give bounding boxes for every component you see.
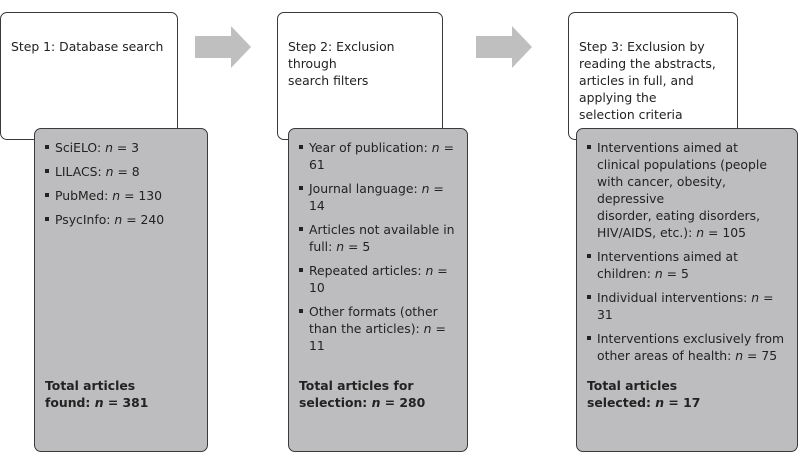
- step2-results-box: Year of publication: n = 61 Journal lang…: [288, 128, 468, 452]
- step3-title: Step 3: Exclusion by reading the abstrac…: [579, 39, 716, 122]
- list-item: PubMed: n = 130: [45, 187, 197, 204]
- step3-list: Interventions aimed at clinical populati…: [587, 139, 787, 364]
- list-item: Interventions aimed at children: n = 5: [587, 248, 787, 282]
- step1-total: Total articles found: n = 381: [45, 378, 149, 410]
- list-item: PsycInfo: n = 240: [45, 211, 197, 228]
- arrow-step2-to-step3: [476, 26, 532, 68]
- list-item: Interventions aimed at clinical populati…: [587, 139, 787, 241]
- step1-list: SciELO: n = 3 LILACS: n = 8 PubMed: n = …: [45, 139, 197, 228]
- step3-results-box: Interventions aimed at clinical populati…: [576, 128, 798, 452]
- step1-title: Step 1: Database search: [11, 39, 164, 54]
- step1-box: Step 1: Database search: [0, 12, 178, 140]
- list-item: Articles not available in full: n = 5: [299, 221, 457, 255]
- list-item: Year of publication: n = 61: [299, 139, 457, 173]
- step3-total: Total articles selected: n = 17: [587, 378, 701, 410]
- list-item: Individual interventions: n = 31: [587, 289, 787, 323]
- step2-title: Step 2: Exclusion through search filters: [288, 39, 395, 88]
- step2-total: Total articles for selection: n = 280: [299, 378, 426, 410]
- list-item: Journal language: n = 14: [299, 180, 457, 214]
- step2-list: Year of publication: n = 61 Journal lang…: [299, 139, 457, 354]
- list-item: LILACS: n = 8: [45, 163, 197, 180]
- list-item: Interventions exclusively from other are…: [587, 330, 787, 364]
- step1-results-box: SciELO: n = 3 LILACS: n = 8 PubMed: n = …: [34, 128, 208, 452]
- list-item: Repeated articles: n = 10: [299, 262, 457, 296]
- arrow-step1-to-step2: [195, 26, 251, 68]
- list-item: Other formats (other than the articles):…: [299, 303, 457, 354]
- step3-box: Step 3: Exclusion by reading the abstrac…: [568, 12, 738, 140]
- step2-box: Step 2: Exclusion through search filters: [277, 12, 443, 140]
- list-item: SciELO: n = 3: [45, 139, 197, 156]
